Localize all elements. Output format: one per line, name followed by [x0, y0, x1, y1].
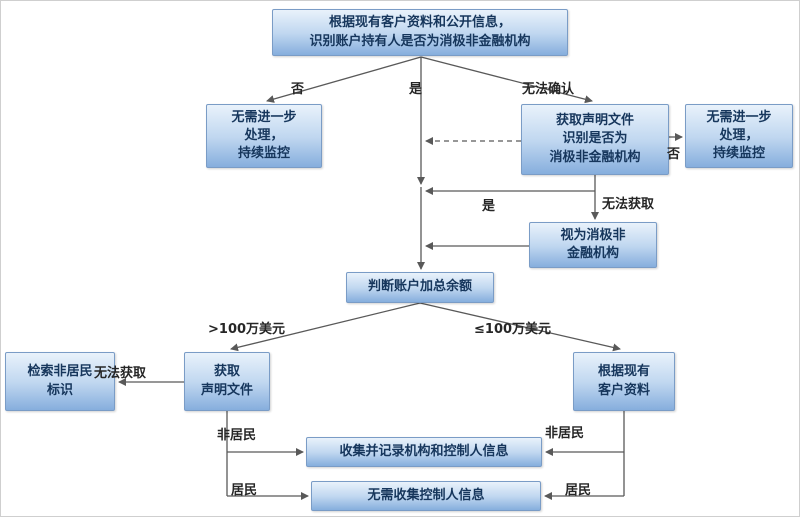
node-monitor-left: 无需进一步 处理， 持续监控: [206, 104, 322, 168]
node-no-collect-controller-info: 无需收集控制人信息: [311, 481, 541, 511]
node-collect-record-controller-info: 收集并记录机构和控制人信息: [306, 437, 542, 467]
edge-label-nonresident-right: 非居民: [545, 426, 585, 441]
edge-label-no-top: 否: [291, 82, 305, 97]
edge-label-cannot-obtain-top: 无法获取: [602, 197, 655, 212]
node-search-nonresident-flag: 检索非居民 标识: [5, 352, 115, 411]
edge-label-yes-mid: 是: [482, 199, 496, 214]
edge-label-resident-left: 居民: [231, 483, 258, 498]
edge-label-nonresident-left: 非居民: [217, 428, 257, 443]
edge-label-yes-top: 是: [409, 82, 423, 97]
edge-label-no-right: 否: [667, 147, 681, 162]
edge-label-resident-right: 居民: [565, 483, 592, 498]
node-judge-balance: 判断账户加总余额: [346, 272, 494, 303]
node-monitor-right: 无需进一步 处理， 持续监控: [685, 104, 793, 168]
node-existing-customer-info: 根据现有 客户资料: [573, 352, 675, 411]
edge-label-unconfirmed: 无法确认: [522, 82, 575, 97]
edge-label-cannot-obtain-bottom: 无法获取: [94, 366, 147, 381]
node-obtain-statement: 获取 声明文件: [184, 352, 270, 411]
node-obtain-statement-identify: 获取声明文件 识别是否为 消极非金融机构: [521, 104, 669, 175]
node-deemed-passive-nfe: 视为消极非 金融机构: [529, 222, 657, 268]
edge-label-le-1m-usd: ≤100万美元: [474, 322, 552, 337]
edge-label-gt-1m-usd: >100万美元: [208, 322, 286, 337]
node-identify-passive-nfe: 根据现有客户资料和公开信息， 识别账户持有人是否为消极非金融机构: [272, 9, 568, 56]
